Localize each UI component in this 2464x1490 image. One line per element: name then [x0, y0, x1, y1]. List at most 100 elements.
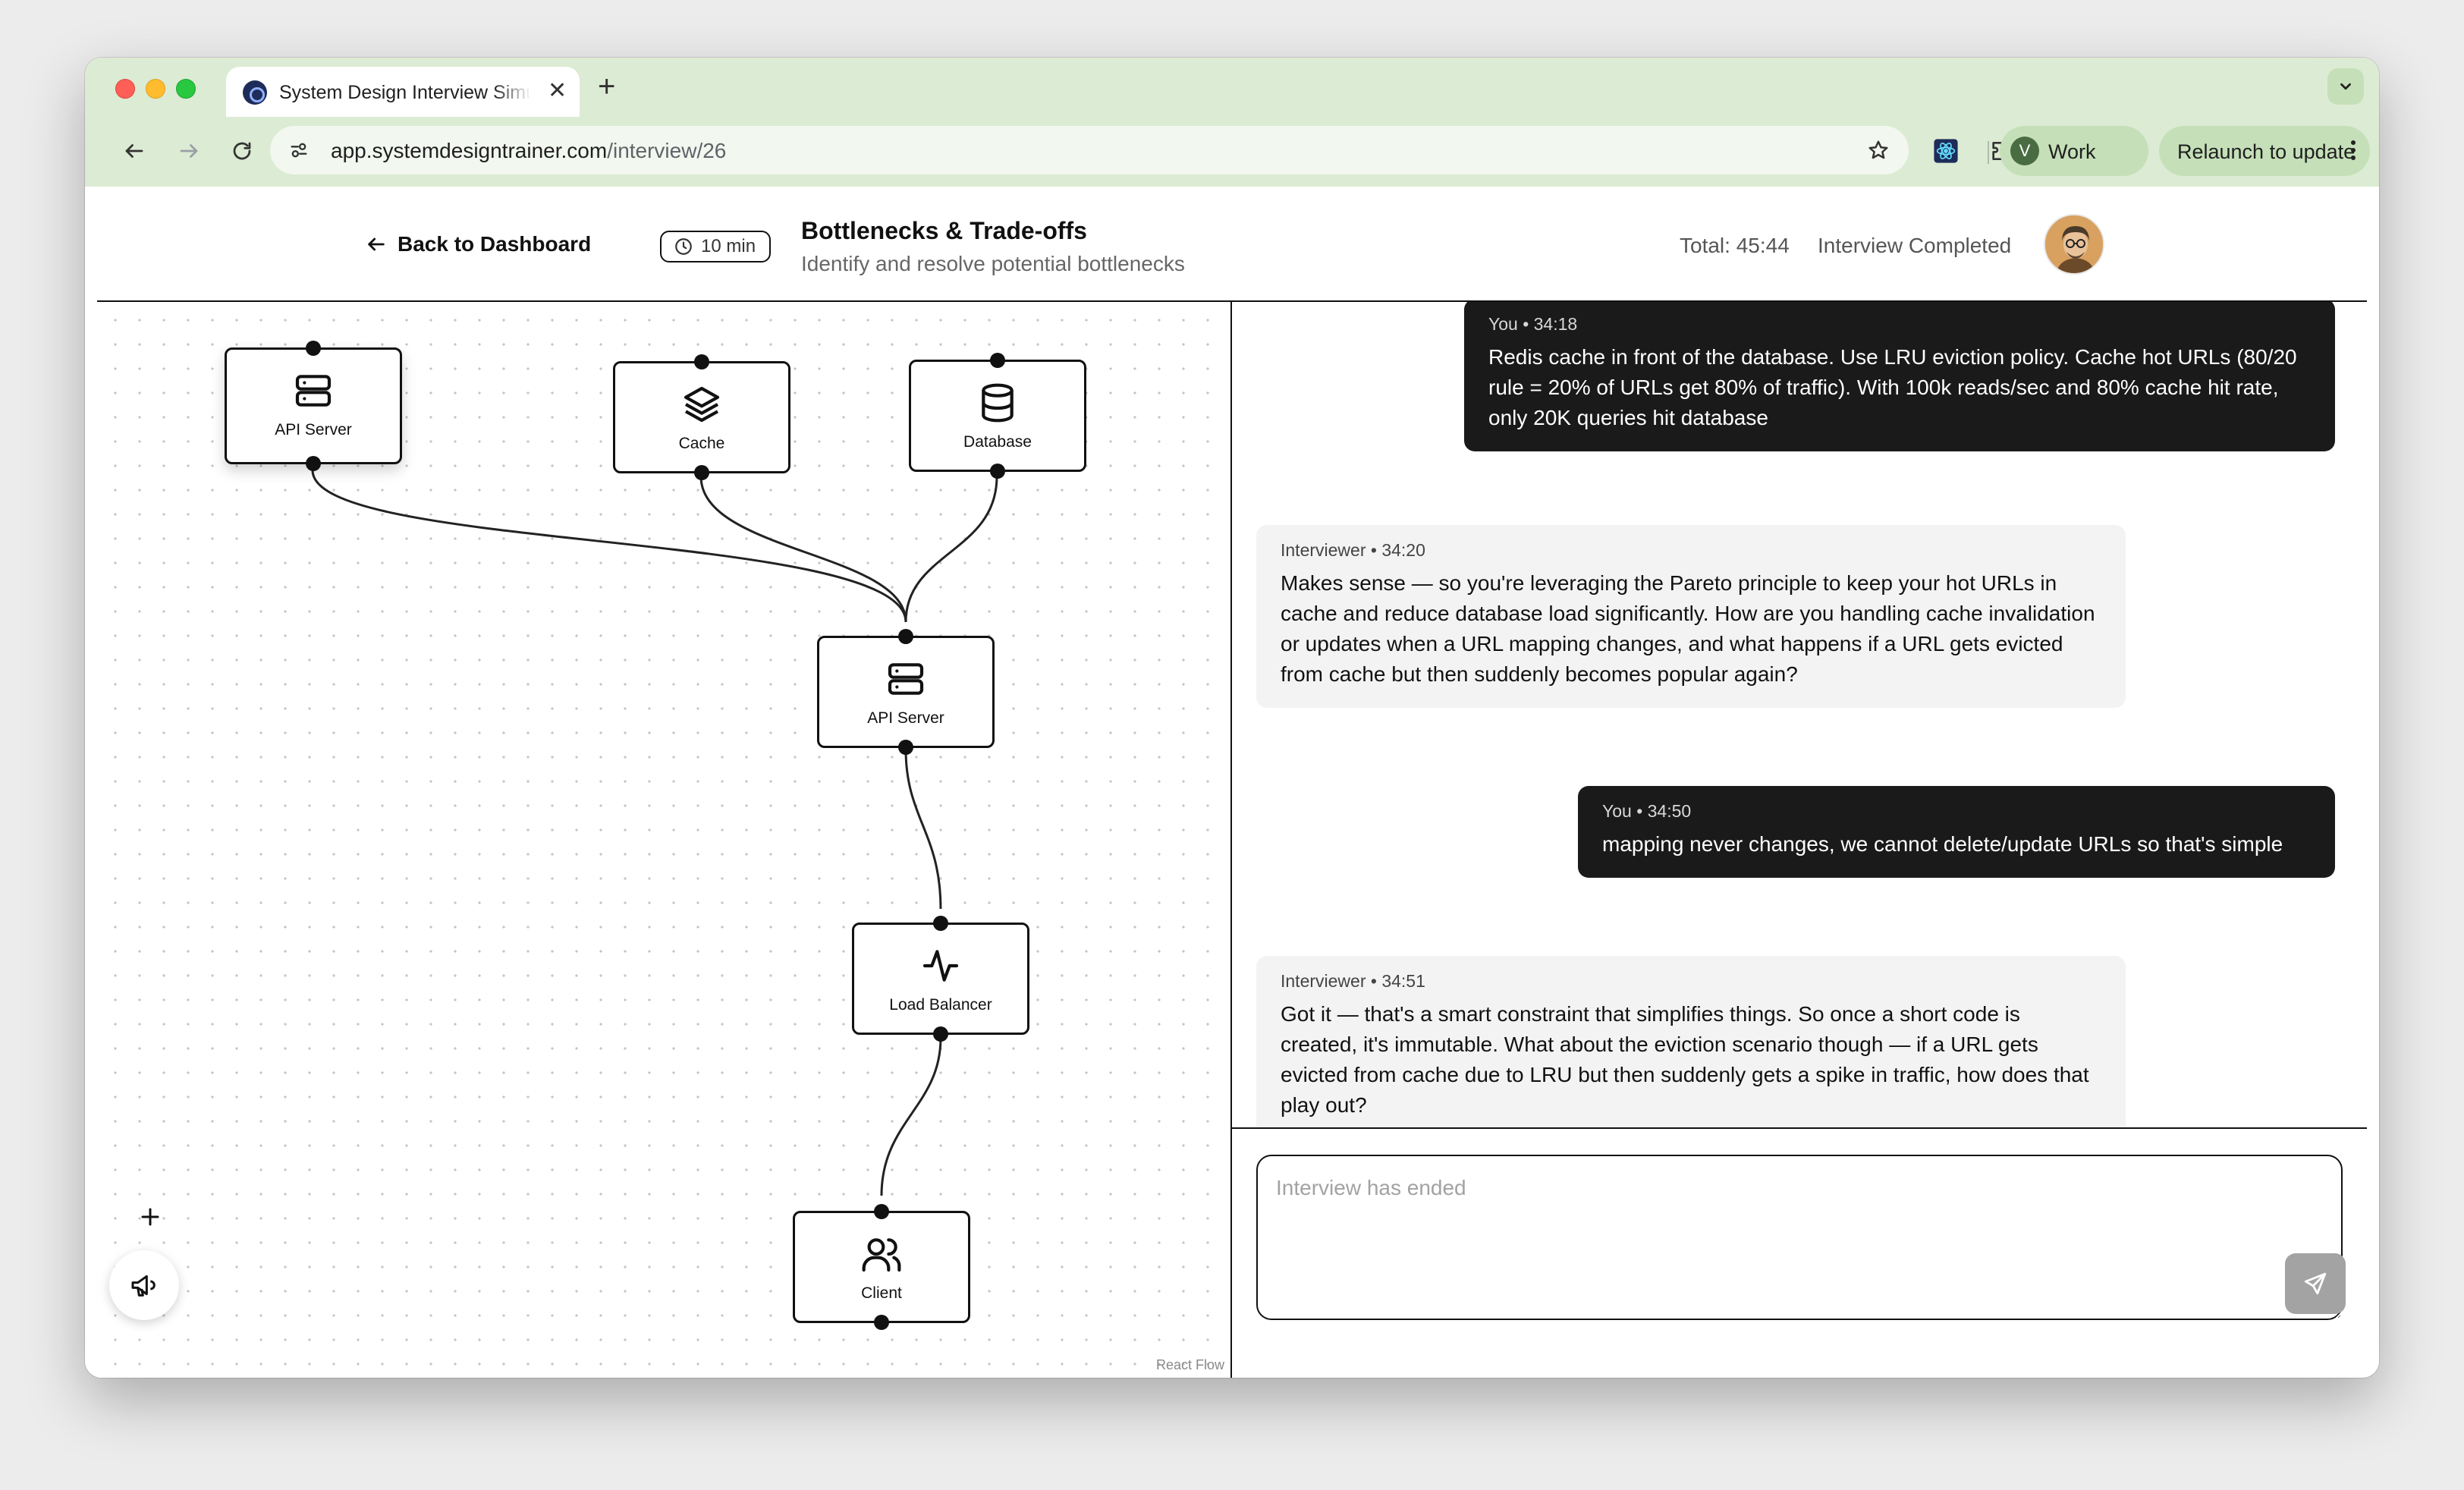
interview-header: Back to Dashboard 10 min Bottlenecks & T… [85, 187, 2379, 300]
node-label: API Server [275, 421, 352, 439]
user-avatar[interactable] [2044, 214, 2104, 275]
edge-api1-to-api2[interactable] [311, 470, 907, 623]
interview-status: Interview Completed [1818, 234, 2012, 257]
forward-nav-button[interactable] [171, 134, 206, 168]
node-handle-top[interactable] [933, 916, 948, 931]
arrow-left-icon [125, 144, 143, 158]
diagram-node-client[interactable]: Client [793, 1204, 970, 1330]
chat-message-interviewer: Interviewer • 34:51 Got it — that's a sm… [1256, 956, 2126, 1129]
edge-lb-to-client[interactable] [880, 1037, 942, 1196]
react-flow-attribution[interactable]: React Flow [1155, 1357, 1224, 1372]
phase-time-limit: 10 min [701, 236, 756, 256]
phase-time-badge: 10 min [660, 231, 772, 262]
url-text: app.systemdesigntrainer.com/interview/26 [331, 139, 726, 163]
message-meta: Interviewer • 34:20 [1281, 540, 1425, 560]
diagram-node-database[interactable]: Database [909, 353, 1086, 479]
send-message-button[interactable] [2285, 1253, 2346, 1314]
chat-message-interviewer: Interviewer • 34:20 Makes sense — so you… [1256, 525, 2126, 708]
users-icon [862, 1238, 901, 1272]
node-label: Load Balancer [889, 996, 992, 1014]
chevron-down-icon [2340, 83, 2351, 90]
back-to-dashboard-button[interactable]: Back to Dashboard [366, 229, 591, 259]
node-handle-bottom[interactable] [933, 1026, 948, 1042]
address-bar[interactable]: app.systemdesigntrainer.com/interview/26 [270, 126, 1909, 174]
tab-close-icon[interactable]: ✕ [548, 78, 567, 103]
server-icon [295, 375, 332, 407]
tab-search-button[interactable] [2327, 68, 2364, 105]
message-text: Redis cache in front of the database. Us… [1488, 345, 2297, 429]
profile-name: Work [2048, 140, 2096, 163]
total-time: Total: 45:44 [1680, 234, 1790, 257]
database-icon [982, 383, 1014, 423]
more-vertical-icon[interactable] [2350, 138, 2356, 164]
chat-input-divider [1232, 1127, 2367, 1129]
node-handle-top[interactable] [990, 353, 1005, 368]
header-divider [97, 300, 2367, 302]
node-handle-bottom[interactable] [694, 465, 709, 480]
panel-divider [1230, 302, 1232, 1378]
clock-icon [675, 238, 692, 255]
message-text: Makes sense — so you're leveraging the P… [1281, 571, 2095, 686]
relaunch-button[interactable]: Relaunch to update [2159, 126, 2370, 176]
arrow-left-icon [368, 237, 385, 251]
relaunch-label: Relaunch to update [2177, 140, 2356, 163]
url-path: /interview/26 [607, 139, 727, 162]
reload-button[interactable] [225, 134, 259, 168]
react-devtools-extension-icon[interactable] [1928, 134, 1963, 168]
zoom-in-button[interactable] [132, 1199, 168, 1235]
edge-api2-to-lb[interactable] [904, 749, 942, 910]
node-handle-bottom[interactable] [874, 1315, 889, 1330]
activity-icon [922, 950, 959, 982]
profile-button[interactable]: V Work [2000, 126, 2148, 176]
maximize-window-button[interactable] [176, 79, 196, 99]
new-tab-button[interactable]: + [598, 70, 616, 103]
site-info-icon[interactable] [284, 135, 314, 165]
tab-title: System Design Interview Simulator [279, 82, 531, 103]
edge-cache-to-api2[interactable] [699, 476, 907, 623]
site-favicon-icon [243, 80, 267, 105]
chat-message-input[interactable] [1256, 1155, 2343, 1320]
back-to-dashboard-label: Back to Dashboard [398, 232, 592, 256]
diagram-node-cache[interactable]: Cache [613, 354, 790, 480]
message-text: Got it — that's a smart constraint that … [1281, 1002, 2089, 1117]
message-meta: You • 34:18 [1488, 314, 1578, 334]
tab-bar: System Design Interview Simulator ✕ + [85, 58, 2379, 117]
node-handle-top[interactable] [898, 629, 913, 644]
node-label: API Server [867, 709, 944, 727]
reload-icon [233, 142, 251, 160]
url-host: app.systemdesigntrainer.com [331, 139, 608, 162]
message-meta: Interviewer • 34:51 [1281, 971, 1425, 991]
chat-message-user: You • 34:18 Redis cache in front of the … [1464, 302, 2335, 451]
edge-db-to-api2[interactable] [904, 476, 998, 623]
node-handle-top[interactable] [306, 341, 321, 356]
diagram-node-api-server-2[interactable]: API Server [817, 629, 995, 755]
interview-app: Back to Dashboard 10 min Bottlenecks & T… [85, 187, 2379, 1378]
node-label: Database [963, 433, 1032, 451]
node-handle-top[interactable] [874, 1204, 889, 1219]
phase-subtitle: Identify and resolve potential bottlenec… [801, 252, 1185, 275]
back-nav-button[interactable] [117, 134, 152, 168]
close-window-button[interactable] [115, 79, 135, 99]
diagram-node-api-server-1[interactable]: API Server [225, 341, 402, 471]
bookmark-star-icon[interactable] [1863, 135, 1894, 165]
feedback-button[interactable] [109, 1250, 179, 1320]
minimize-window-button[interactable] [146, 79, 165, 99]
diagram-node-load-balancer[interactable]: Load Balancer [852, 916, 1029, 1042]
node-handle-bottom[interactable] [306, 456, 321, 471]
browser-window: System Design Interview Simulator ✕ + ap… [85, 58, 2379, 1378]
browser-tab-active[interactable]: System Design Interview Simulator ✕ [226, 67, 580, 117]
node-handle-top[interactable] [694, 354, 709, 369]
chat-messages[interactable]: You • 34:18 Redis cache in front of the … [1232, 302, 2367, 1129]
node-handle-bottom[interactable] [990, 464, 1005, 479]
send-icon [2304, 1272, 2327, 1295]
message-meta: You • 34:50 [1602, 801, 1692, 821]
message-text: mapping never changes, we cannot delete/… [1602, 832, 2283, 856]
diagram-canvas[interactable]: API Server Cache Database API Server [97, 302, 1230, 1378]
plus-icon [141, 1208, 159, 1226]
arrow-right-icon [180, 144, 198, 158]
phase-title: Bottlenecks & Trade-offs [801, 217, 1087, 244]
layers-icon [684, 386, 720, 423]
browser-toolbar: app.systemdesigntrainer.com/interview/26… [85, 117, 2379, 187]
node-label: Cache [678, 435, 725, 452]
node-handle-bottom[interactable] [898, 740, 913, 755]
